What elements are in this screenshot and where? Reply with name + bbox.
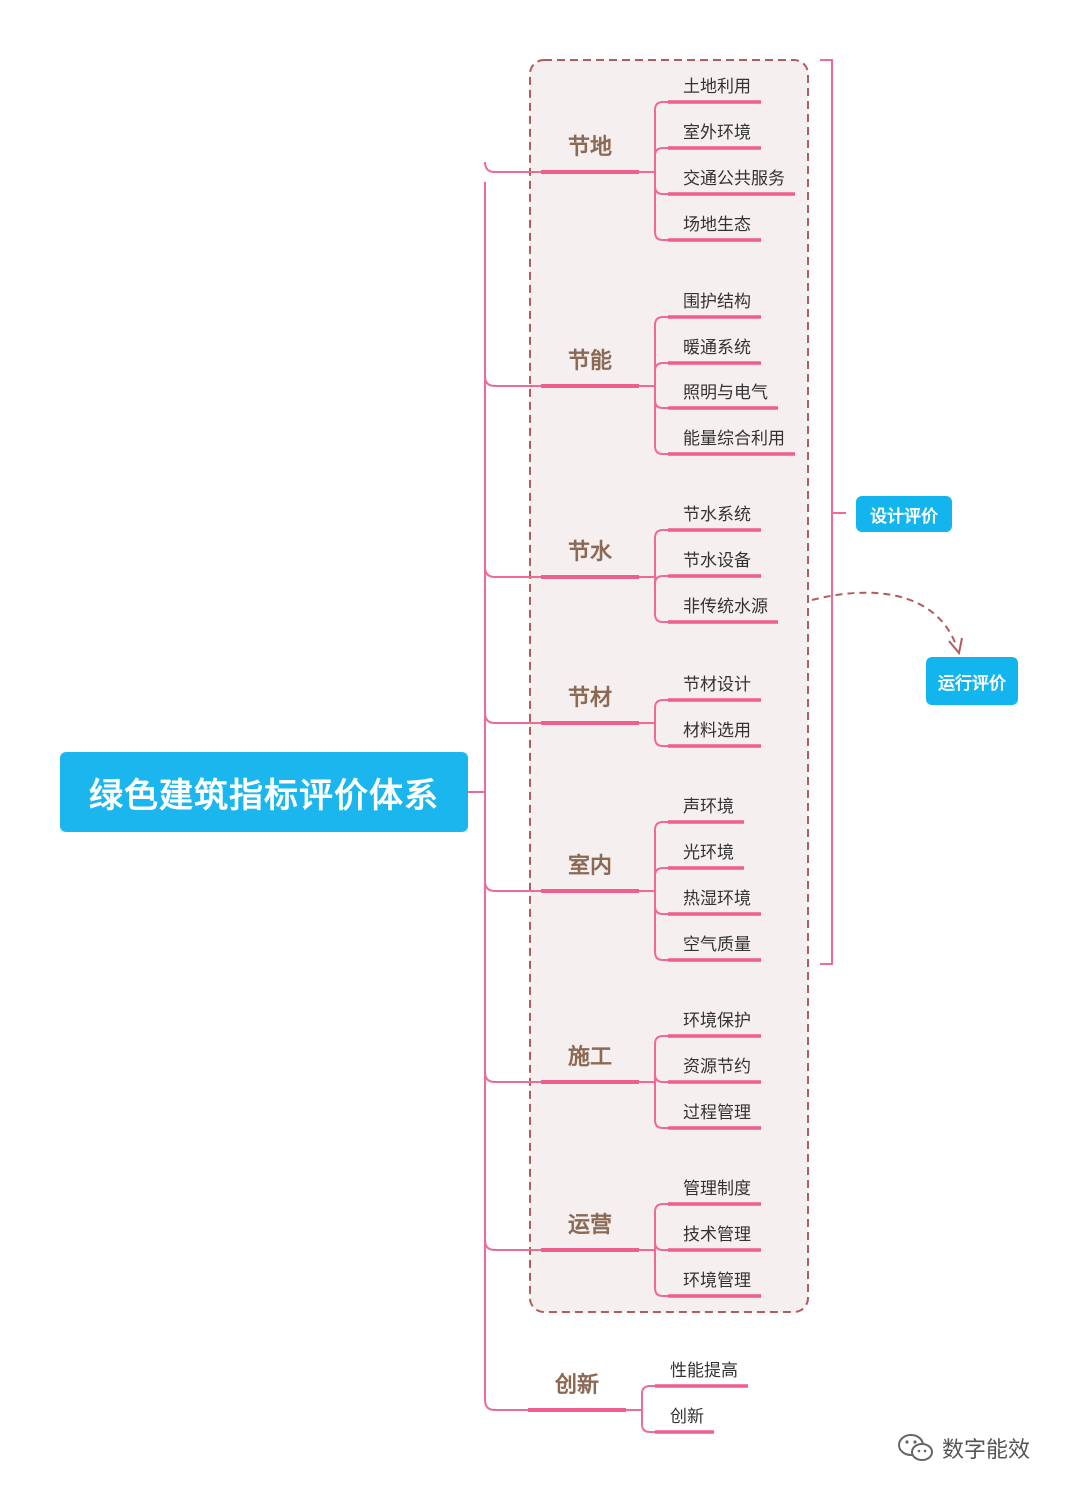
leaf-branch: [654, 185, 668, 195]
leaf-label: 热湿环境: [683, 889, 751, 909]
design-scope-box: [529, 59, 809, 1313]
category-connector: [484, 1071, 541, 1083]
leaf-branch: [654, 821, 668, 831]
leaf-label: 节水设备: [683, 551, 751, 571]
category-connector: [484, 1239, 541, 1251]
leaf-branch: [654, 1119, 668, 1129]
leaf-branch: [654, 951, 668, 961]
design-eval-label: 设计评价: [856, 496, 952, 532]
category-connector: [484, 566, 541, 578]
leaf-label: 管理制度: [683, 1179, 751, 1199]
leaf-label: 土地利用: [683, 77, 751, 97]
leaf-label: 节水系统: [683, 505, 751, 525]
category-label: 节能: [568, 348, 612, 374]
category-connector: [484, 1399, 528, 1411]
leaf-label: 照明与电气: [683, 383, 768, 403]
leaf-label: 过程管理: [683, 1103, 751, 1123]
leaf-label: 能量综合利用: [683, 429, 785, 449]
leaf-branch: [654, 905, 668, 915]
wechat-icon: [896, 1432, 936, 1464]
leaf-branch: [654, 101, 668, 111]
leaf-label: 节材设计: [683, 675, 751, 695]
leaf-label: 材料选用: [683, 721, 751, 741]
design-eval-bracket: [820, 59, 846, 965]
leaf-label: 场地生态: [683, 215, 751, 235]
category-label: 节地: [568, 135, 612, 160]
leaf-label: 光环境: [683, 843, 734, 863]
leaf-label: 环境管理: [683, 1271, 751, 1291]
category-label: 施工: [568, 1044, 612, 1070]
leaf-branch: [654, 575, 668, 585]
category-connector: [484, 375, 541, 387]
category-connector: [484, 880, 541, 892]
leaf-branch: [654, 1241, 668, 1251]
category-label: 运营: [568, 1213, 612, 1238]
leaf-branch: [654, 147, 668, 157]
leaf-label: 交通公共服务: [683, 169, 785, 189]
leaf-branch: [654, 399, 668, 409]
leaf-label: 环境保护: [683, 1011, 751, 1031]
leaf-branch: [654, 1035, 668, 1045]
leaf-label: 资源节约: [683, 1057, 751, 1077]
leaf-branch: [654, 231, 668, 241]
leaf-branch: [654, 1287, 668, 1297]
category-connector: [484, 161, 541, 173]
leaf-branch: [654, 613, 668, 623]
leaf-label: 非传统水源: [683, 597, 768, 617]
category-label: 创新: [554, 1372, 599, 1398]
category-label: 室内: [568, 853, 612, 879]
leaf-branch: [654, 699, 668, 709]
leaf-branch: [654, 362, 668, 372]
leaf-label: 创新: [670, 1407, 704, 1427]
root-node: 绿色建筑指标评价体系: [60, 752, 468, 832]
category-connector: [484, 712, 541, 724]
leaf-label: 技术管理: [683, 1225, 751, 1245]
leaf-branch: [654, 316, 668, 326]
leaf-label: 暖通系统: [683, 338, 751, 358]
leaf-label: 性能提高: [670, 1361, 738, 1381]
leaf-branch: [654, 1073, 668, 1083]
category-label: 节材: [568, 686, 612, 711]
operation-eval-arrowhead: [948, 637, 963, 656]
watermark-text: 数字能效: [942, 1438, 1031, 1463]
leaf-branch: [654, 737, 668, 747]
leaf-branch: [654, 445, 668, 455]
leaf-branch: [654, 867, 668, 877]
category-label: 节水: [568, 540, 613, 565]
operation-eval-arrow: [811, 591, 957, 646]
leaf-branch: [654, 529, 668, 539]
leaf-label: 室外环境: [683, 123, 751, 143]
leaf-label: 空气质量: [683, 935, 751, 955]
leaf-branch: [641, 1423, 655, 1433]
leaf-label: 声环境: [683, 797, 734, 817]
watermark: 数字能效: [896, 1430, 1030, 1466]
leaf-branch: [641, 1385, 655, 1395]
leaf-branch: [654, 1203, 668, 1213]
operation-eval-label: 运行评价: [926, 657, 1018, 705]
leaf-label: 围护结构: [683, 292, 751, 312]
